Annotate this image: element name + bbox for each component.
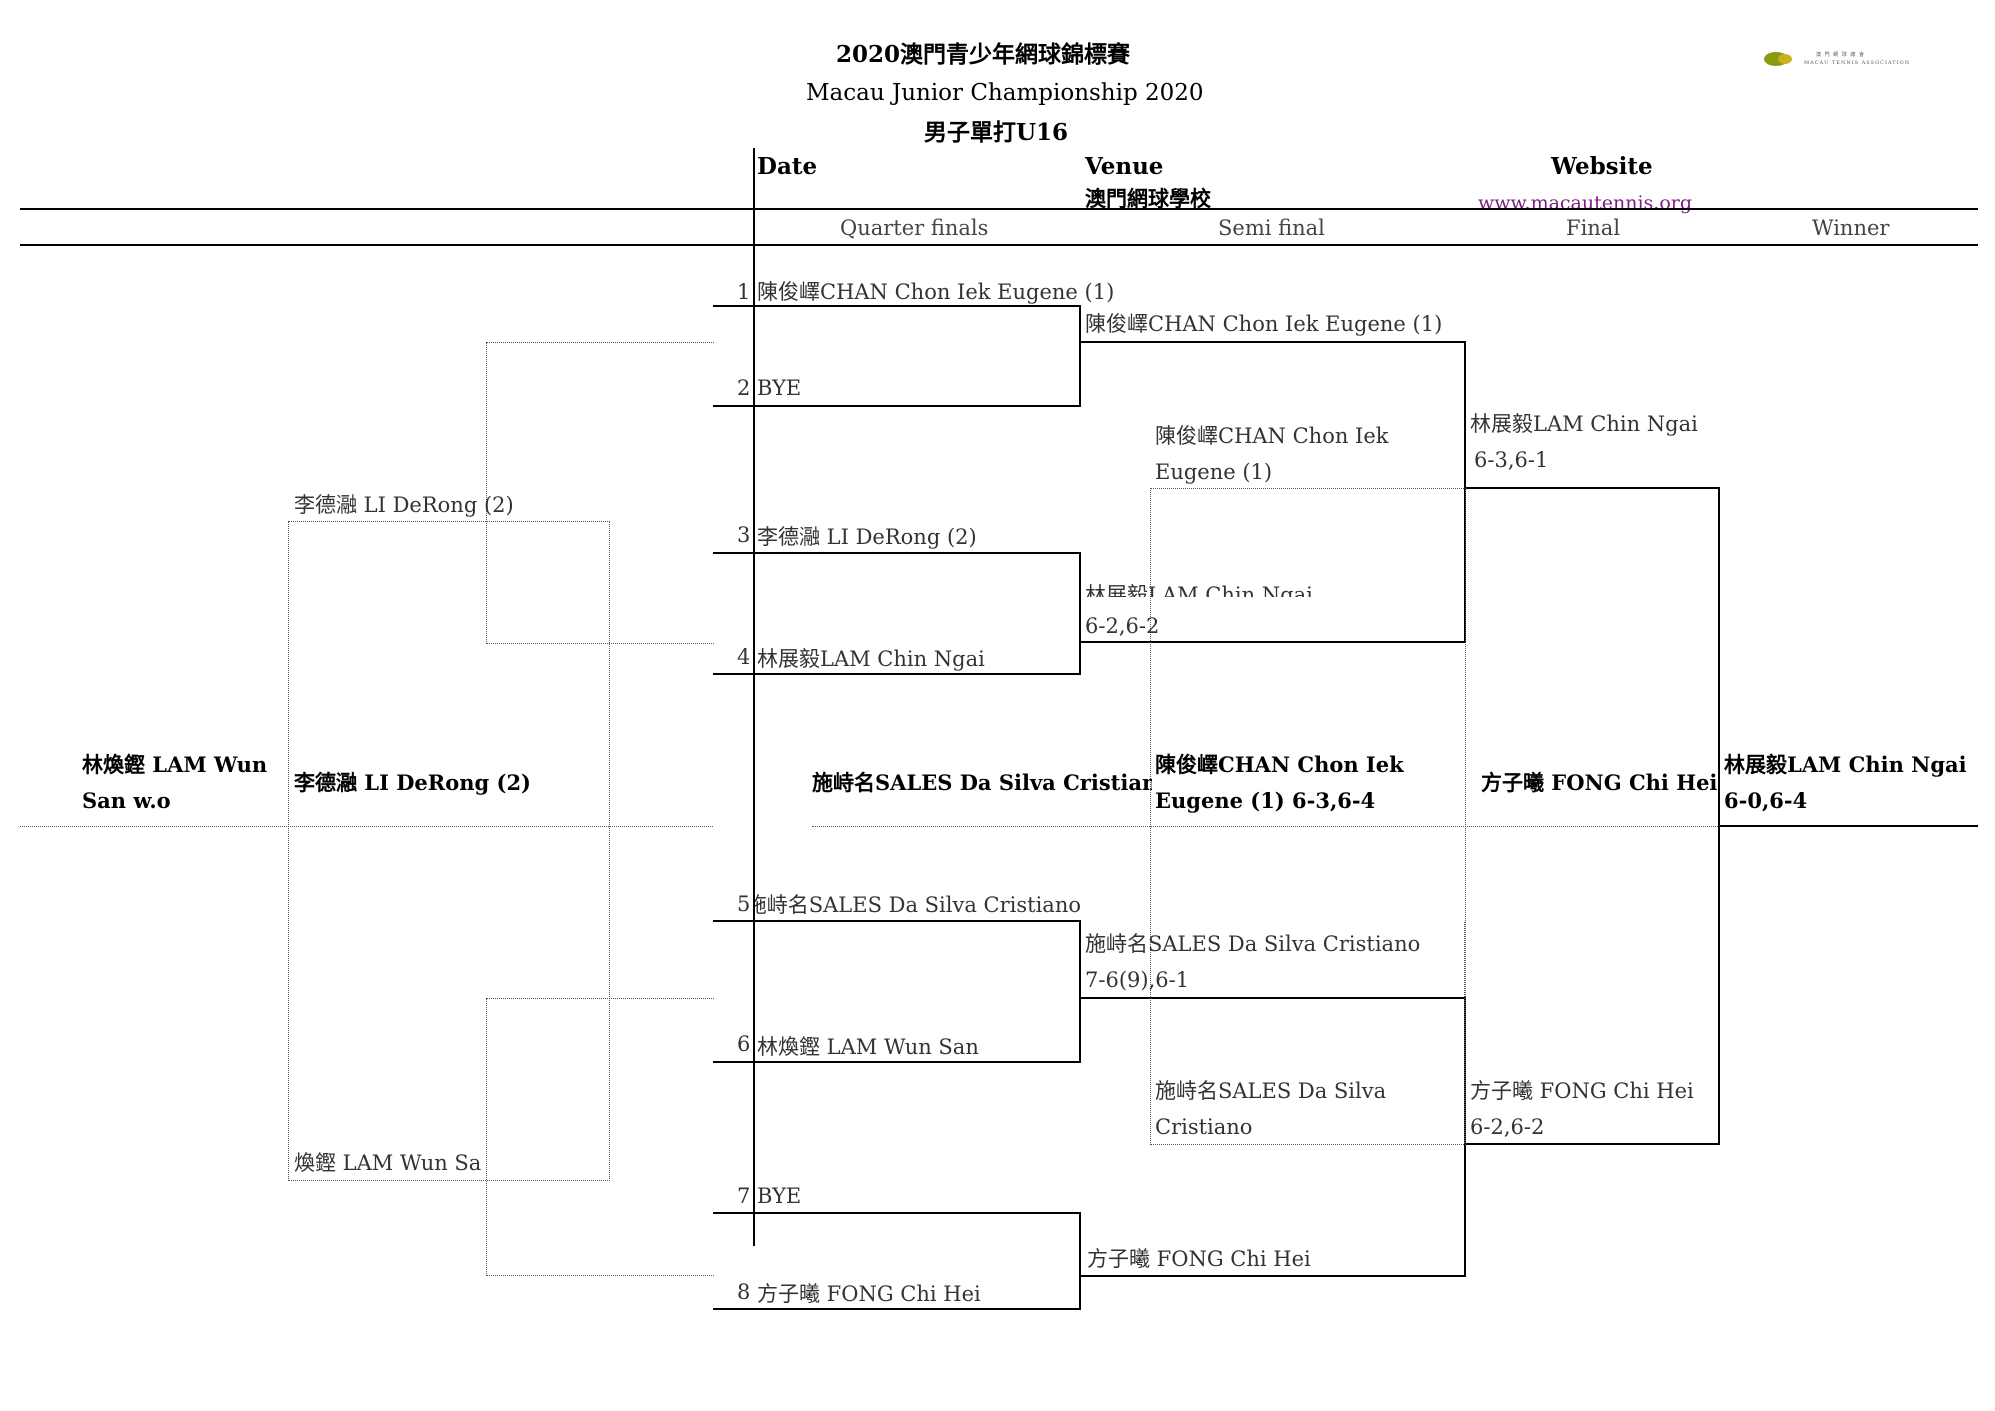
- draw-num-4: 4: [737, 645, 751, 669]
- champion-name: 林展毅LAM Chin Ngai: [1724, 752, 1967, 777]
- round-label-final: Final: [1566, 216, 1621, 240]
- left-top-player: 李德瀜 LI DeRong (2): [294, 493, 514, 517]
- draw-vertical-divider: [753, 246, 755, 1246]
- center-fong: 方子曦 FONG Chi Hei: [1481, 770, 1718, 795]
- draw-num-7: 7: [737, 1184, 751, 1208]
- draw-name-8: 方子曦 FONG Chi Hei: [757, 1282, 981, 1306]
- round-label-sf: Semi final: [1218, 216, 1325, 240]
- draw-num-8: 8: [737, 1280, 751, 1304]
- final-bracket: [1718, 487, 1720, 1145]
- dotted-connector-right: [1464, 922, 1465, 1143]
- third-place-line1: 陳俊嶧CHAN Chon Iek: [1155, 752, 1404, 777]
- header-rule-bottom: [20, 244, 1978, 246]
- left-far-line1: 林煥鏗 LAM Wun: [82, 752, 268, 777]
- qf-winner-2: 林展毅LAM Chin Ngai: [1085, 583, 1313, 597]
- draw-num-6: 6: [737, 1032, 751, 1056]
- draw-line-2: [713, 405, 1081, 407]
- center-sales: 施峙名SALES Da Silva Cristiano: [812, 770, 1152, 795]
- sf-winner-line-1: [1464, 487, 1720, 489]
- qf-winner-line-4: [1079, 1275, 1466, 1277]
- draw-name-4: 林展毅LAM Chin Ngai: [757, 647, 985, 671]
- draw-line-1: [713, 305, 1081, 307]
- round-label-qf: Quarter finals: [840, 216, 989, 240]
- left-bottom-player: 煥鏗 LAM Wun Sa: [294, 1151, 482, 1175]
- draw-num-2: 2: [737, 376, 751, 400]
- association-logo: 澳 門 網 球 總 會 MACAU TENNIS ASSOCIATION: [1764, 50, 1914, 74]
- dotted-center-line-left: [20, 826, 713, 827]
- venue-value: 澳門網球學校: [1085, 186, 1211, 211]
- playoff-sf-top-1: 陳俊嶧CHAN Chon Iek: [1155, 424, 1389, 448]
- draw-name-5: 施峙名SALES Da Silva Cristiano: [755, 893, 1081, 917]
- third-place-line2: Eugene (1) 6-3,6-4: [1155, 788, 1376, 813]
- round-label-winner: Winner: [1812, 216, 1890, 240]
- venue-label: Venue: [1085, 153, 1164, 180]
- draw-line-7: [713, 1212, 1081, 1214]
- event-name: 男子單打U16: [924, 119, 1069, 146]
- draw-line-3: [713, 552, 1081, 554]
- title-en: Macau Junior Championship 2020: [806, 80, 1204, 106]
- qf-bracket-1: [1079, 305, 1081, 407]
- dotted-bracket-top: [486, 342, 714, 644]
- draw-num-5: 5: [737, 892, 751, 916]
- qf-winner-line-2: [1079, 641, 1466, 643]
- qf-score-2: 6-2,6-2: [1085, 614, 1160, 638]
- dotted-box-center: [1150, 488, 1466, 1145]
- playoff-sf-bottom-2: Cristiano: [1155, 1115, 1253, 1139]
- date-label: Date: [757, 153, 818, 180]
- winner-line: [1718, 825, 1978, 827]
- draw-line-4: [713, 673, 1081, 675]
- draw-line-8: [713, 1308, 1081, 1310]
- qf-bracket-2: [1079, 552, 1081, 675]
- qf-bracket-4: [1079, 1212, 1081, 1310]
- qf-bracket-3: [1079, 920, 1081, 1063]
- draw-num-1: 1: [737, 280, 751, 304]
- header-divider: [753, 148, 755, 246]
- playoff-sf-bottom-1: 施峙名SALES Da Silva: [1155, 1079, 1387, 1103]
- qf-winner-4: 方子曦 FONG Chi Hei: [1087, 1247, 1311, 1271]
- draw-name-7: BYE: [757, 1184, 802, 1208]
- draw-name-6: 林煥鏗 LAM Wun San: [757, 1035, 979, 1059]
- dotted-bracket-bottom: [486, 998, 714, 1276]
- draw-name-3: 李德瀜 LI DeRong (2): [757, 525, 977, 549]
- playoff-sf-top-2: Eugene (1): [1155, 460, 1273, 484]
- header-rule-top: [20, 208, 1978, 210]
- website-label: Website: [1551, 153, 1653, 180]
- draw-name-2: BYE: [757, 376, 802, 400]
- draw-line-5: [713, 920, 1081, 922]
- title-zh: 2020澳門青少年網球錦標賽: [836, 41, 1131, 68]
- draw-line-6: [713, 1061, 1081, 1063]
- website-link[interactable]: www.macautennis.org: [1478, 192, 1693, 214]
- sf-winner-line-2: [1464, 1143, 1720, 1145]
- qf-score-3: 7-6(9),6-1: [1085, 968, 1190, 992]
- draw-name-1: 陳俊嶧CHAN Chon Iek Eugene (1): [757, 280, 1115, 304]
- draw-num-3: 3: [737, 523, 751, 547]
- dotted-center-line-right: [812, 826, 1718, 827]
- dotted-box-left-outer: [288, 521, 610, 1181]
- qf-winner-3: 施峙名SALES Da Silva Cristiano: [1085, 932, 1421, 956]
- qf-winner-line-1: [1079, 341, 1466, 343]
- champion-score: 6-0,6-4: [1724, 788, 1808, 813]
- sf-winner-1: 林展毅LAM Chin Ngai: [1470, 412, 1698, 436]
- left-mid-player: 李德瀜 LI DeRong (2): [294, 770, 531, 795]
- sf-score-1: 6-3,6-1: [1474, 448, 1549, 472]
- sf-score-2: 6-2,6-2: [1470, 1115, 1545, 1139]
- left-far-line2: San w.o: [82, 788, 171, 813]
- sf-winner-2: 方子曦 FONG Chi Hei: [1470, 1079, 1694, 1103]
- qf-winner-line-3: [1079, 997, 1466, 999]
- qf-winner-1: 陳俊嶧CHAN Chon Iek Eugene (1): [1085, 312, 1443, 336]
